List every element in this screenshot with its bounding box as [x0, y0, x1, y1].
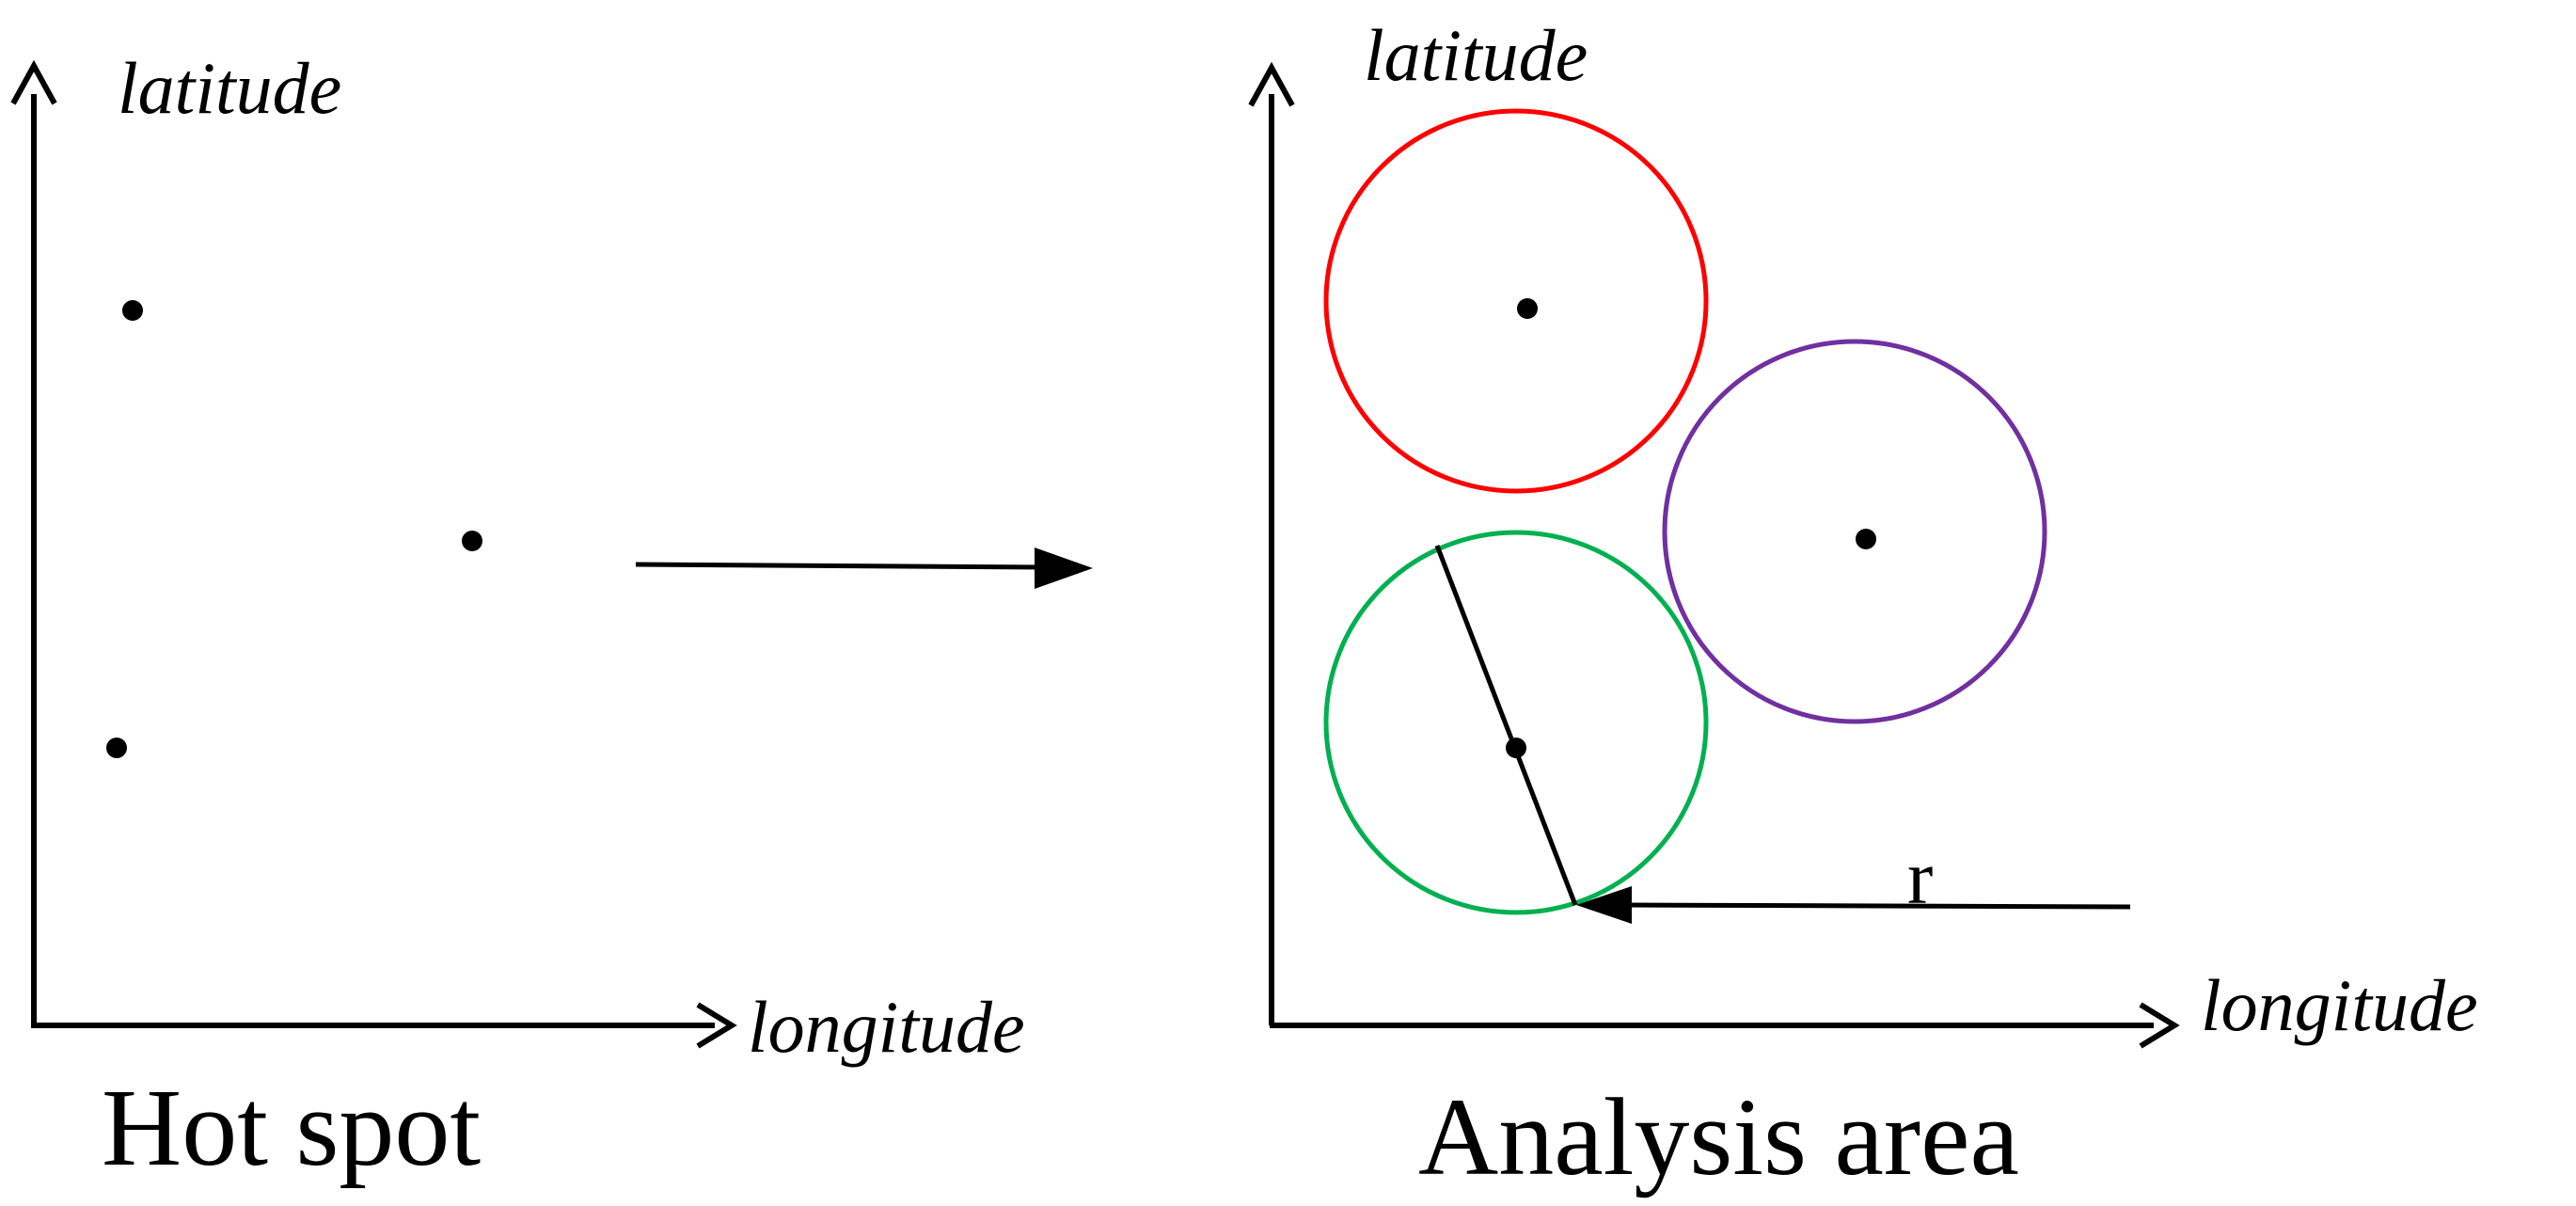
left-y-axis [10, 59, 57, 1025]
hot-spot-point [462, 531, 482, 551]
transition-arrow [635, 547, 1093, 589]
hot-spot-caption: Hot spot [102, 1066, 481, 1189]
right-x-axis-label: longitude [2201, 964, 2478, 1046]
right-y-axis-label: latitude [1364, 14, 1588, 96]
left-x-axis-label: longitude [748, 986, 1025, 1068]
left-x-axis [31, 1002, 737, 1049]
right-y-axis [1248, 61, 1295, 1025]
radius-line [1434, 545, 1578, 906]
hot-spot-point [122, 300, 143, 321]
hot-spot-panel: latitude longitude Hot spot [10, 47, 1025, 1189]
radius-label: r [1907, 834, 1933, 920]
analysis-area-caption: Analysis area [1418, 1075, 2019, 1198]
hot-spot-point [1517, 298, 1538, 319]
analysis-circle-top [1323, 108, 1709, 494]
left-y-axis-label: latitude [118, 47, 341, 129]
right-x-axis [1270, 1002, 2180, 1049]
hot-spot-point [1856, 529, 1876, 549]
radius-pointer-arrow [1576, 886, 2131, 924]
analysis-circle-bottom [1323, 530, 1709, 915]
hot-spot-point [106, 738, 127, 758]
analysis-area-panel: latitude longitude r Analysis area [1248, 14, 2478, 1198]
analysis-circle-right [1662, 339, 2047, 724]
